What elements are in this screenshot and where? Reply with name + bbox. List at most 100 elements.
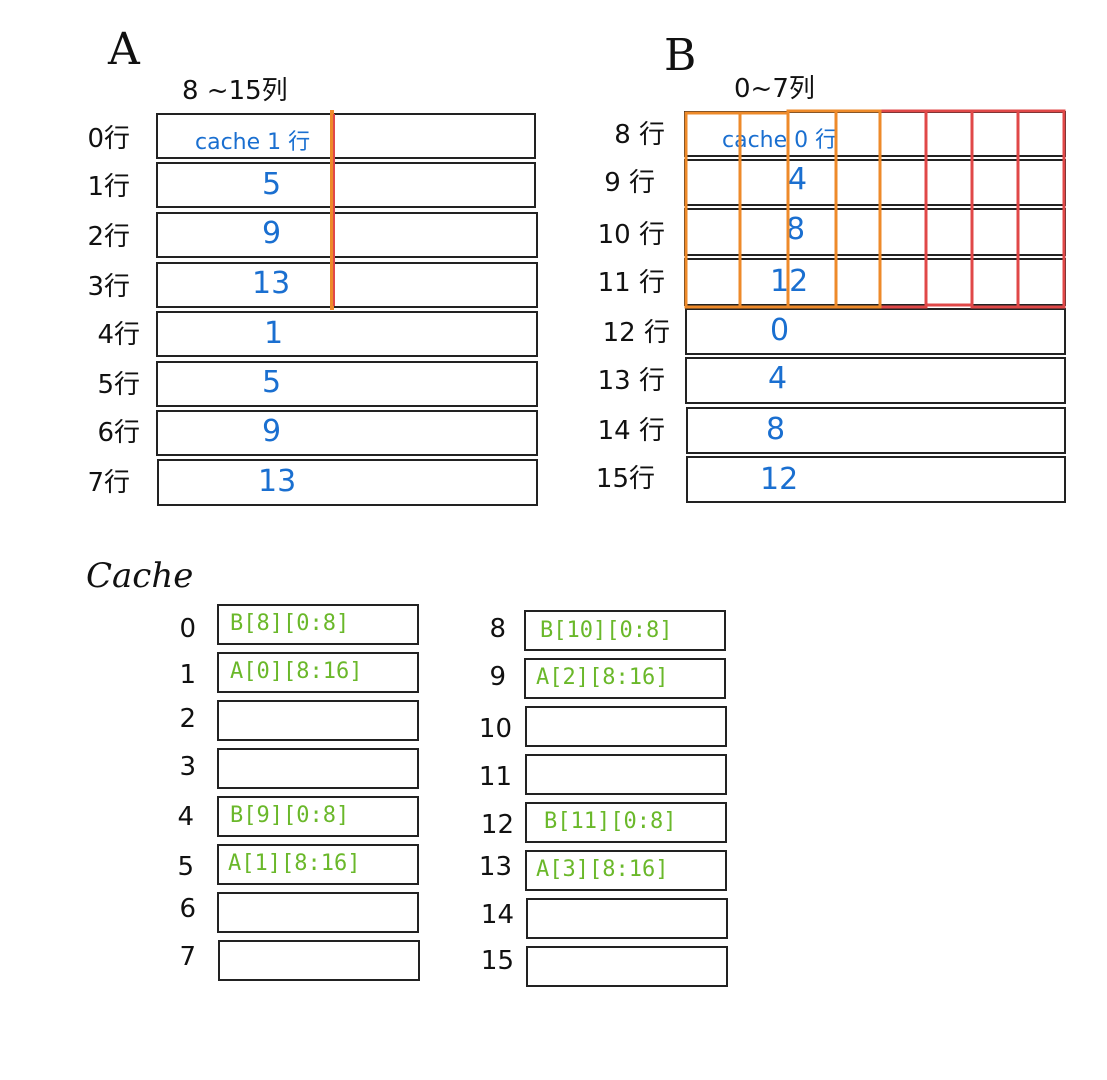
matrix-a-row-label: 4行 [97, 320, 140, 350]
cache-line-content: A[0][8:16] [230, 659, 363, 684]
cache-set-index: 8 [489, 614, 506, 644]
cache-set-index: 5 [177, 852, 194, 882]
matrix-a-row-label: 7行 [87, 468, 130, 498]
matrix-a-column-range: 8 ~15列 [182, 76, 288, 106]
cache-line-box [217, 892, 419, 933]
cache-title: Cache [86, 556, 194, 596]
matrix-a-row-box [156, 410, 538, 456]
orange-column [738, 111, 790, 309]
matrix-a-row-box [157, 459, 538, 506]
matrix-b-cache-line: 8 [786, 212, 806, 247]
matrix-b-column-range: 0~7列 [734, 74, 815, 104]
orange-column [684, 111, 742, 309]
cache-line-box [525, 754, 727, 795]
cache-line-box [526, 898, 728, 939]
orange-column [834, 109, 882, 309]
orange-column [786, 109, 838, 309]
orange-columns [684, 109, 882, 309]
matrix-b-cache-line: 0 [770, 313, 790, 348]
matrix-b-row-label: 8 行 [614, 120, 665, 150]
matrix-b-title: B [664, 30, 697, 81]
matrix-a-title: A [108, 24, 140, 75]
matrix-b-cache-line: 4 [788, 162, 808, 197]
cache-set-index: 10 [478, 714, 512, 744]
matrix-a-column-marker [330, 110, 335, 310]
cache-set-index: 4 [177, 802, 194, 832]
red-column [1016, 109, 1066, 309]
cache-set-index: 3 [179, 752, 196, 782]
matrix-b-row-box [685, 357, 1066, 404]
cache-line-box [524, 658, 726, 699]
matrix-a-row-box [156, 262, 538, 308]
red-columns [834, 109, 1066, 309]
matrix-a-row-box [156, 162, 536, 208]
cache-set-index: 15 [480, 946, 514, 976]
matrix-a-row-box [156, 311, 538, 357]
cache-set-index: 13 [478, 852, 512, 882]
matrix-b-column-grid [684, 109, 1066, 309]
matrix-b-row-box [686, 407, 1066, 454]
matrix-b-row-label: 9 行 [604, 168, 655, 198]
red-column [970, 109, 1020, 309]
matrix-a-row-label: 1行 [87, 172, 130, 202]
cache-line-box [217, 748, 419, 789]
matrix-a-row-box [156, 212, 538, 258]
matrix-a-cache-line: 13 [258, 464, 297, 499]
matrix-b-row-box [685, 308, 1066, 355]
cache-line-box [217, 700, 419, 741]
red-column [924, 109, 974, 307]
matrix-b-row-label: 12 行 [602, 318, 670, 348]
cache-line-box [217, 844, 419, 885]
cache-line-box [524, 610, 726, 651]
cache-line-content: B[8][0:8] [230, 611, 350, 636]
cache-line-content: B[9][0:8] [230, 803, 350, 828]
cache-set-index: 6 [179, 894, 196, 924]
matrix-b-row-label: 13 行 [597, 366, 665, 396]
matrix-a-row-box [156, 113, 536, 159]
matrix-b-row-label: 11 行 [597, 268, 665, 298]
cache-line-content: B[11][0:8] [544, 809, 677, 834]
cache-line-content: A[3][8:16] [536, 857, 669, 882]
cache-set-index: 14 [480, 900, 514, 930]
cache-set-index: 1 [179, 660, 196, 690]
cache-set-index: 9 [489, 662, 506, 692]
cache-line-box [525, 802, 727, 843]
red-column [834, 109, 882, 309]
red-column [878, 109, 928, 309]
cache-line-box [526, 946, 728, 987]
matrix-a-cache-line: 5 [262, 365, 282, 400]
cache-line-box [218, 940, 420, 981]
matrix-b-row-label: 14 行 [597, 416, 665, 446]
matrix-a-cache-line: 13 [252, 266, 291, 301]
matrix-a-row-box [156, 361, 538, 407]
matrix-b-row-label: 10 行 [597, 220, 665, 250]
matrix-a-cache-line: 1 [264, 316, 284, 351]
matrix-a-row-label: 5行 [97, 370, 140, 400]
matrix-a-cache-line: cache 1 行 [195, 130, 311, 155]
matrix-b-row-box [686, 456, 1066, 503]
matrix-a-row-label: 0行 [87, 124, 130, 154]
cache-set-index: 0 [179, 614, 196, 644]
cache-line-box [217, 604, 419, 645]
matrix-b-cache-line: 4 [768, 361, 788, 396]
cache-set-index: 2 [179, 704, 196, 734]
cache-set-index: 12 [480, 810, 514, 840]
cache-line-box [525, 850, 727, 891]
cache-line-content: A[2][8:16] [536, 665, 669, 690]
cache-line-content: B[10][0:8] [540, 618, 673, 643]
cache-line-box [217, 652, 419, 693]
matrix-a-cache-line: 9 [262, 216, 282, 251]
cache-line-content: A[1][8:16] [228, 851, 361, 876]
cache-line-box [217, 796, 419, 837]
matrix-b-cache-line: 12 [760, 462, 799, 497]
cache-set-index: 11 [478, 762, 512, 792]
matrix-a-row-label: 2行 [87, 222, 130, 252]
matrix-a-row-label: 3行 [87, 272, 130, 302]
matrix-a-row-label: 6行 [97, 418, 140, 448]
cache-set-index: 7 [179, 942, 196, 972]
matrix-a-cache-line: 9 [262, 414, 282, 449]
matrix-b-row-label: 15行 [595, 464, 655, 494]
cache-line-box [525, 706, 727, 747]
matrix-a-cache-line: 5 [262, 167, 282, 202]
matrix-b-cache-line: 8 [766, 412, 786, 447]
